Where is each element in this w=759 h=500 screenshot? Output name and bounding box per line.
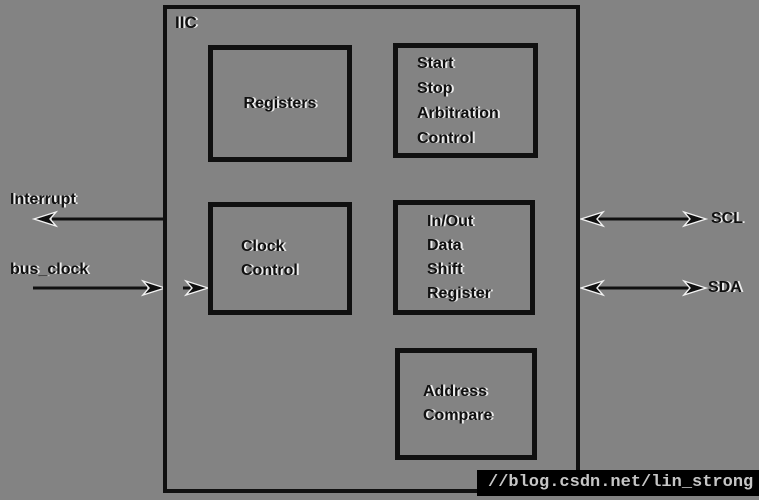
block-label-line: Compare xyxy=(423,407,493,424)
block-label-line: Clock xyxy=(241,237,285,255)
block-label-line: Data xyxy=(427,236,462,254)
block-address-compare: Address Compare xyxy=(395,348,537,460)
block-label-line: In/Out xyxy=(427,212,474,230)
watermark: //blog.csdn.net/lin_strong xyxy=(477,470,759,496)
block-label: Registers xyxy=(243,94,317,112)
block-label-line: Shift xyxy=(427,260,463,278)
module-title: IIC xyxy=(175,13,197,32)
block-label-line: Register xyxy=(427,284,492,302)
scl-arrow xyxy=(578,210,709,228)
scl-signal-label: SCL xyxy=(711,210,743,227)
bus-clock-arrow xyxy=(33,279,168,297)
block-label-line: Start xyxy=(417,54,454,72)
iic-module-box xyxy=(163,5,580,493)
block-label-line: Address xyxy=(423,383,488,400)
block-label-line: Stop xyxy=(417,79,453,97)
block-label-line: Control xyxy=(417,129,474,147)
sda-signal-label: SDA xyxy=(708,279,742,296)
interrupt-signal-label: Interrupt xyxy=(10,191,76,208)
block-label-line: Arbitration xyxy=(417,104,499,122)
block-start-stop-arbitration-control: Start Stop Arbitration Control xyxy=(393,43,538,158)
sda-arrow xyxy=(578,279,709,297)
interrupt-arrow xyxy=(31,210,163,228)
bus-clock-signal-label: bus_clock xyxy=(10,261,89,278)
block-registers: Registers xyxy=(208,45,352,162)
block-clock-control: Clock Control xyxy=(208,202,352,315)
block-label-line: Control xyxy=(241,261,298,279)
block-inout-data-shift-register: In/Out Data Shift Register xyxy=(393,200,535,315)
